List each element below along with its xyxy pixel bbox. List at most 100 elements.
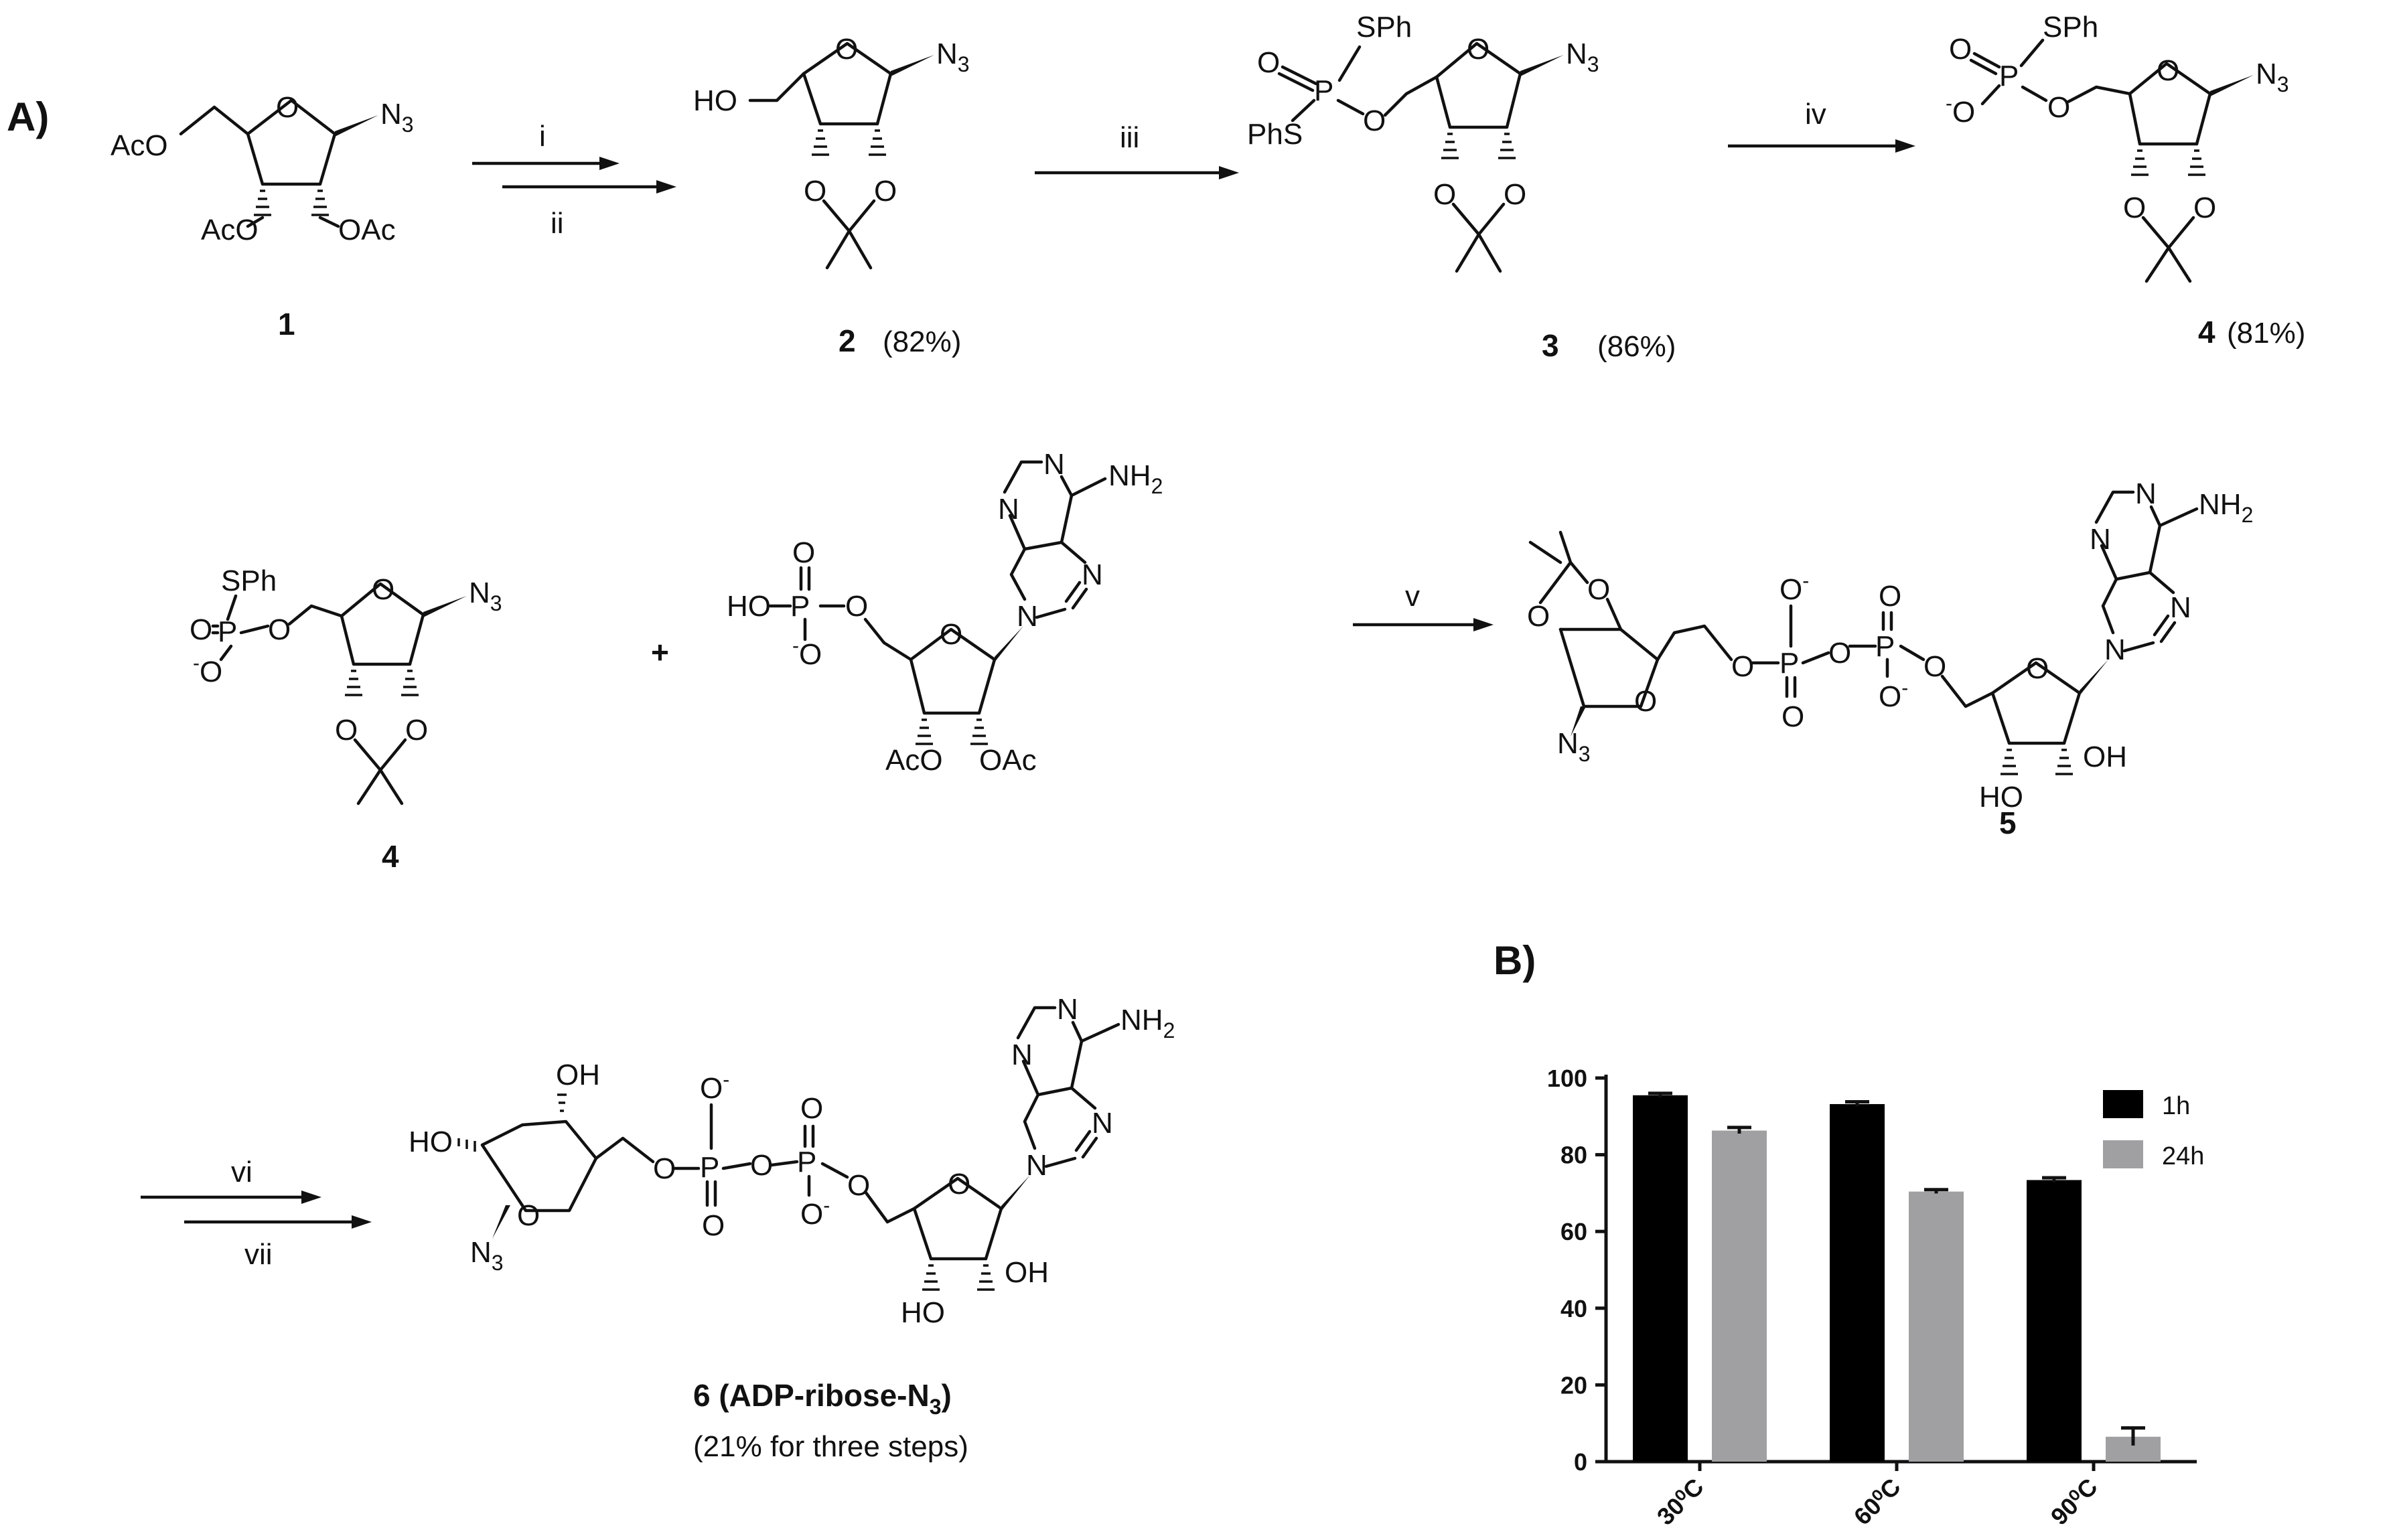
hydroxyl-label: OH [1005,1256,1049,1289]
y-tick-label: 80 [1560,1142,1587,1169]
phosphorus-label: P [790,590,810,623]
compound-2-structure: O N3 HO O O [693,33,970,270]
ring-oxygen-label: O [276,91,299,124]
phosphorus-label: P [1999,60,2019,92]
bar-1h [2027,1180,2082,1462]
arrow-step-iii [1035,166,1239,179]
bar-24h [1909,1191,1964,1462]
ester-oxygen: O [1363,104,1386,137]
bar-1h [1830,1103,1885,1462]
phosphorus-label-a: P [700,1151,719,1184]
reagent-vii: vii [244,1238,273,1271]
phosphate-anion-oxygen: O- [1879,677,1908,713]
arrow-step-vi-vii [141,1190,372,1229]
y-tick-label: 100 [1547,1065,1587,1092]
azide-label: N3 [469,576,502,615]
reagent-iv: iv [1805,98,1826,131]
phosphate-anion-oxygen: O- [1779,570,1809,606]
adenine-n9: N [1017,600,1038,633]
ring-oxygen-label: O [835,33,858,66]
acetonide-oxygen-left: O [335,714,358,747]
adenine-n1: N [1057,993,1078,1026]
azide-label: N3 [2256,58,2289,96]
chart-bars [1633,1091,2161,1462]
y-tick-label: 40 [1560,1295,1587,1322]
bridging-oxygen: O [750,1149,773,1182]
x-tick-label: 60⁰C [1848,1473,1906,1531]
phosphoryl-oxygen: O [702,1209,725,1242]
adenine-n3: N [998,493,1019,526]
ester-oxygen: O [2047,91,2070,124]
y-tick-label: 20 [1560,1371,1587,1399]
phosphate-anion-oxygen: O- [800,1195,830,1231]
ring-oxygen-label: O [940,618,962,651]
amine-label: NH2 [2199,488,2253,527]
acetoxy-label-2: OAc [979,744,1037,777]
acetonide-oxygen-right: O [2193,191,2216,224]
ester-oxygen: O [268,613,291,646]
compound-4-structure-row2: SPh O P -O O O N3 O O [190,564,502,805]
compound-6-structure: OH HO O N3 O P O- O O P O O- [409,993,1175,1329]
azide-label: N3 [380,98,414,137]
phosphate-anion-oxygen: O- [700,1069,729,1105]
ester-oxygen: O [845,590,868,623]
chart-legend: 1h 24h [2103,1090,2204,1170]
reagent-iii: iii [1120,121,1139,154]
phosphorus-label-b: P [797,1146,816,1178]
ring-oxygen-label: O [948,1168,970,1201]
panel-a-label: A) [7,94,49,139]
compound-3-structure: O P SPh PhS O O N3 O O [1247,11,1599,273]
compound-1-structure: O N3 AcO AcO OAc [111,91,414,246]
adenine-n3: N [2090,523,2111,556]
legend-swatch-24h [2103,1140,2143,1168]
arrow-step-i-ii [472,157,676,194]
acetoxy-label-2: OAc [338,214,396,246]
plus-sign: + [651,635,669,670]
x-tick-label: 90⁰C [2045,1473,2103,1531]
phosphoryl-oxygen: O [190,613,212,646]
adenine-n1: N [2135,477,2157,510]
adenine-n7: N [2170,591,2191,624]
legend-label-1h: 1h [2162,1092,2190,1120]
ring-oxygen-label: O [1467,33,1489,66]
phosphoryl-oxygen: O [792,536,815,569]
legend-swatch-1h [2103,1090,2143,1118]
azide-label: N3 [470,1236,504,1275]
compound-5-number: 5 [1999,805,2017,840]
azide-label: N3 [1557,727,1591,766]
acetonide-oxygen-left: O [804,175,826,208]
ring-oxygen-label: O [517,1199,540,1232]
hydroxyl-label: HO [693,84,737,117]
thiophenyl-label: SPh [221,564,277,597]
compound-6-yield-note: (21% for three steps) [693,1430,968,1463]
acetonide-oxygen-right: O [1504,178,1526,211]
thiophenyl-label: SPh [2043,11,2098,44]
compound-4-number: 4 [2198,315,2215,350]
phosphorus-label: P [218,615,237,648]
reagent-v: v [1405,580,1420,613]
adenine-n7: N [1092,1107,1113,1140]
adenine-n9: N [1026,1149,1047,1182]
phosphate-hydroxyl: HO [727,590,771,623]
ring-oxygen-label: O [1634,685,1657,718]
compound-1-number: 1 [278,307,295,341]
hydroxyl-label: OH [2083,741,2127,773]
compound-6-name: 6 (ADP-ribose-N3) [693,1378,952,1419]
y-tick-label: 0 [1574,1448,1587,1476]
reagent-vi: vi [231,1156,252,1188]
compound-3-yield: (86%) [1597,330,1676,363]
amp-diacetate-structure: HO P O -O O O AcO OAc N [727,448,1163,777]
ring-oxygen-label: O [2026,652,2049,685]
hydroxyl-label: HO [409,1126,453,1158]
hydroxyl-label: HO [901,1296,945,1329]
acetonide-oxygen-left: O [2123,191,2146,224]
compound-4-yield: (81%) [2227,317,2305,350]
adenine-n9: N [2104,633,2126,666]
panel-b-label: B) [1494,938,1536,983]
reagent-i: i [539,120,546,153]
phosphoryl-oxygen: O [1782,700,1804,733]
phosphoryl-oxygen: O [1257,46,1280,79]
legend-label-24h: 24h [2162,1142,2204,1170]
phosphate-anion-oxygen: -O [193,652,222,688]
